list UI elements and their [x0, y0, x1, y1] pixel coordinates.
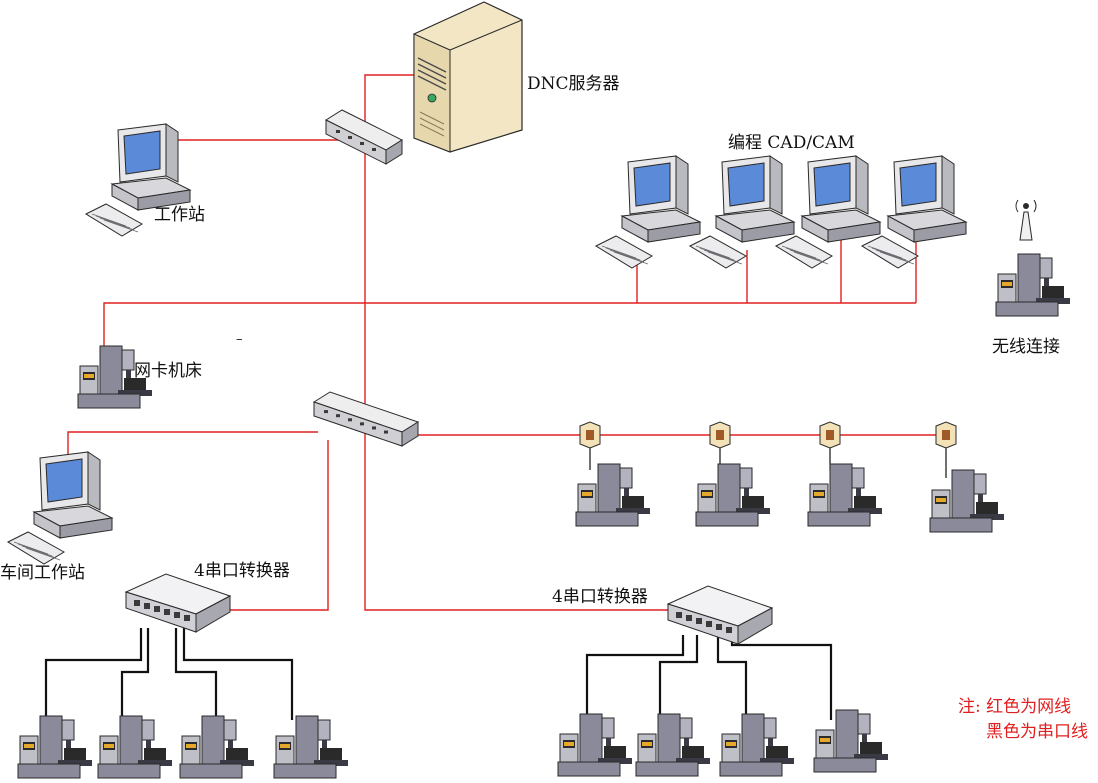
transceiver-2: [709, 421, 731, 449]
serial-cable-r3: [716, 635, 748, 720]
shop-machine-4: [929, 469, 1004, 533]
serial-cable-l1: [44, 628, 143, 720]
transceiver-3: [819, 421, 841, 449]
converter-right-label: 4串口转换器: [552, 587, 648, 607]
cad-computer-3: [774, 155, 882, 269]
legend-line-1: 注: 红色为网线: [958, 697, 1072, 717]
serial-cable-l3: [174, 628, 218, 720]
shop-workstation-computer: [6, 451, 114, 565]
wireless-antenna-icon: [1015, 199, 1037, 241]
shop-machine-3: [807, 463, 882, 527]
serial-machine-r2: [635, 713, 710, 777]
net-cable-office-bus: [103, 302, 916, 352]
transceiver-1: [579, 421, 601, 449]
office-switch: [324, 109, 404, 165]
serial-machine-l1: [17, 715, 92, 779]
nic-machine: [77, 345, 152, 409]
serial-machine-l4: [273, 715, 348, 779]
cad-computer-4: [860, 155, 968, 269]
shop-machine-1: [575, 463, 650, 527]
shop-machine-2: [695, 463, 770, 527]
wireless-label: 无线连接: [992, 337, 1060, 357]
serial-cable-l2: [120, 628, 150, 720]
dash-mark: –: [236, 332, 243, 347]
legend-line-2: 黑色为串口线: [986, 722, 1088, 742]
wireless-machine: [995, 253, 1070, 317]
cadcam-label: 编程 CAD/CAM: [728, 133, 855, 153]
serial-cable-l4: [182, 628, 294, 720]
shop-workstation-label: 车间工作站: [0, 563, 85, 583]
serial-machine-r4: [813, 709, 888, 773]
net-cable-converter-left: [225, 440, 329, 611]
serial-machine-l3: [179, 715, 254, 779]
server-label: DNC服务器: [527, 74, 620, 94]
workstation-label: 工作站: [154, 205, 205, 225]
serial-converter-left: [124, 573, 232, 633]
nic-machine-label: 网卡机床: [134, 361, 202, 381]
workstation-computer: [84, 123, 192, 237]
serial-cable-r2: [658, 635, 699, 720]
serial-cable-r1: [585, 635, 685, 720]
shop-switch: [312, 391, 420, 447]
serial-machine-r3: [719, 713, 794, 777]
transceiver-4: [935, 421, 957, 449]
cad-computer-2: [688, 155, 796, 269]
converter-left-label: 4串口转换器: [194, 561, 290, 581]
serial-machine-r1: [557, 713, 632, 777]
dnc-server: [413, 1, 523, 153]
serial-machine-l2: [97, 715, 172, 779]
serial-converter-right: [666, 585, 774, 645]
net-cable-server-trunk: [364, 74, 668, 611]
cad-computer-1: [594, 155, 702, 269]
